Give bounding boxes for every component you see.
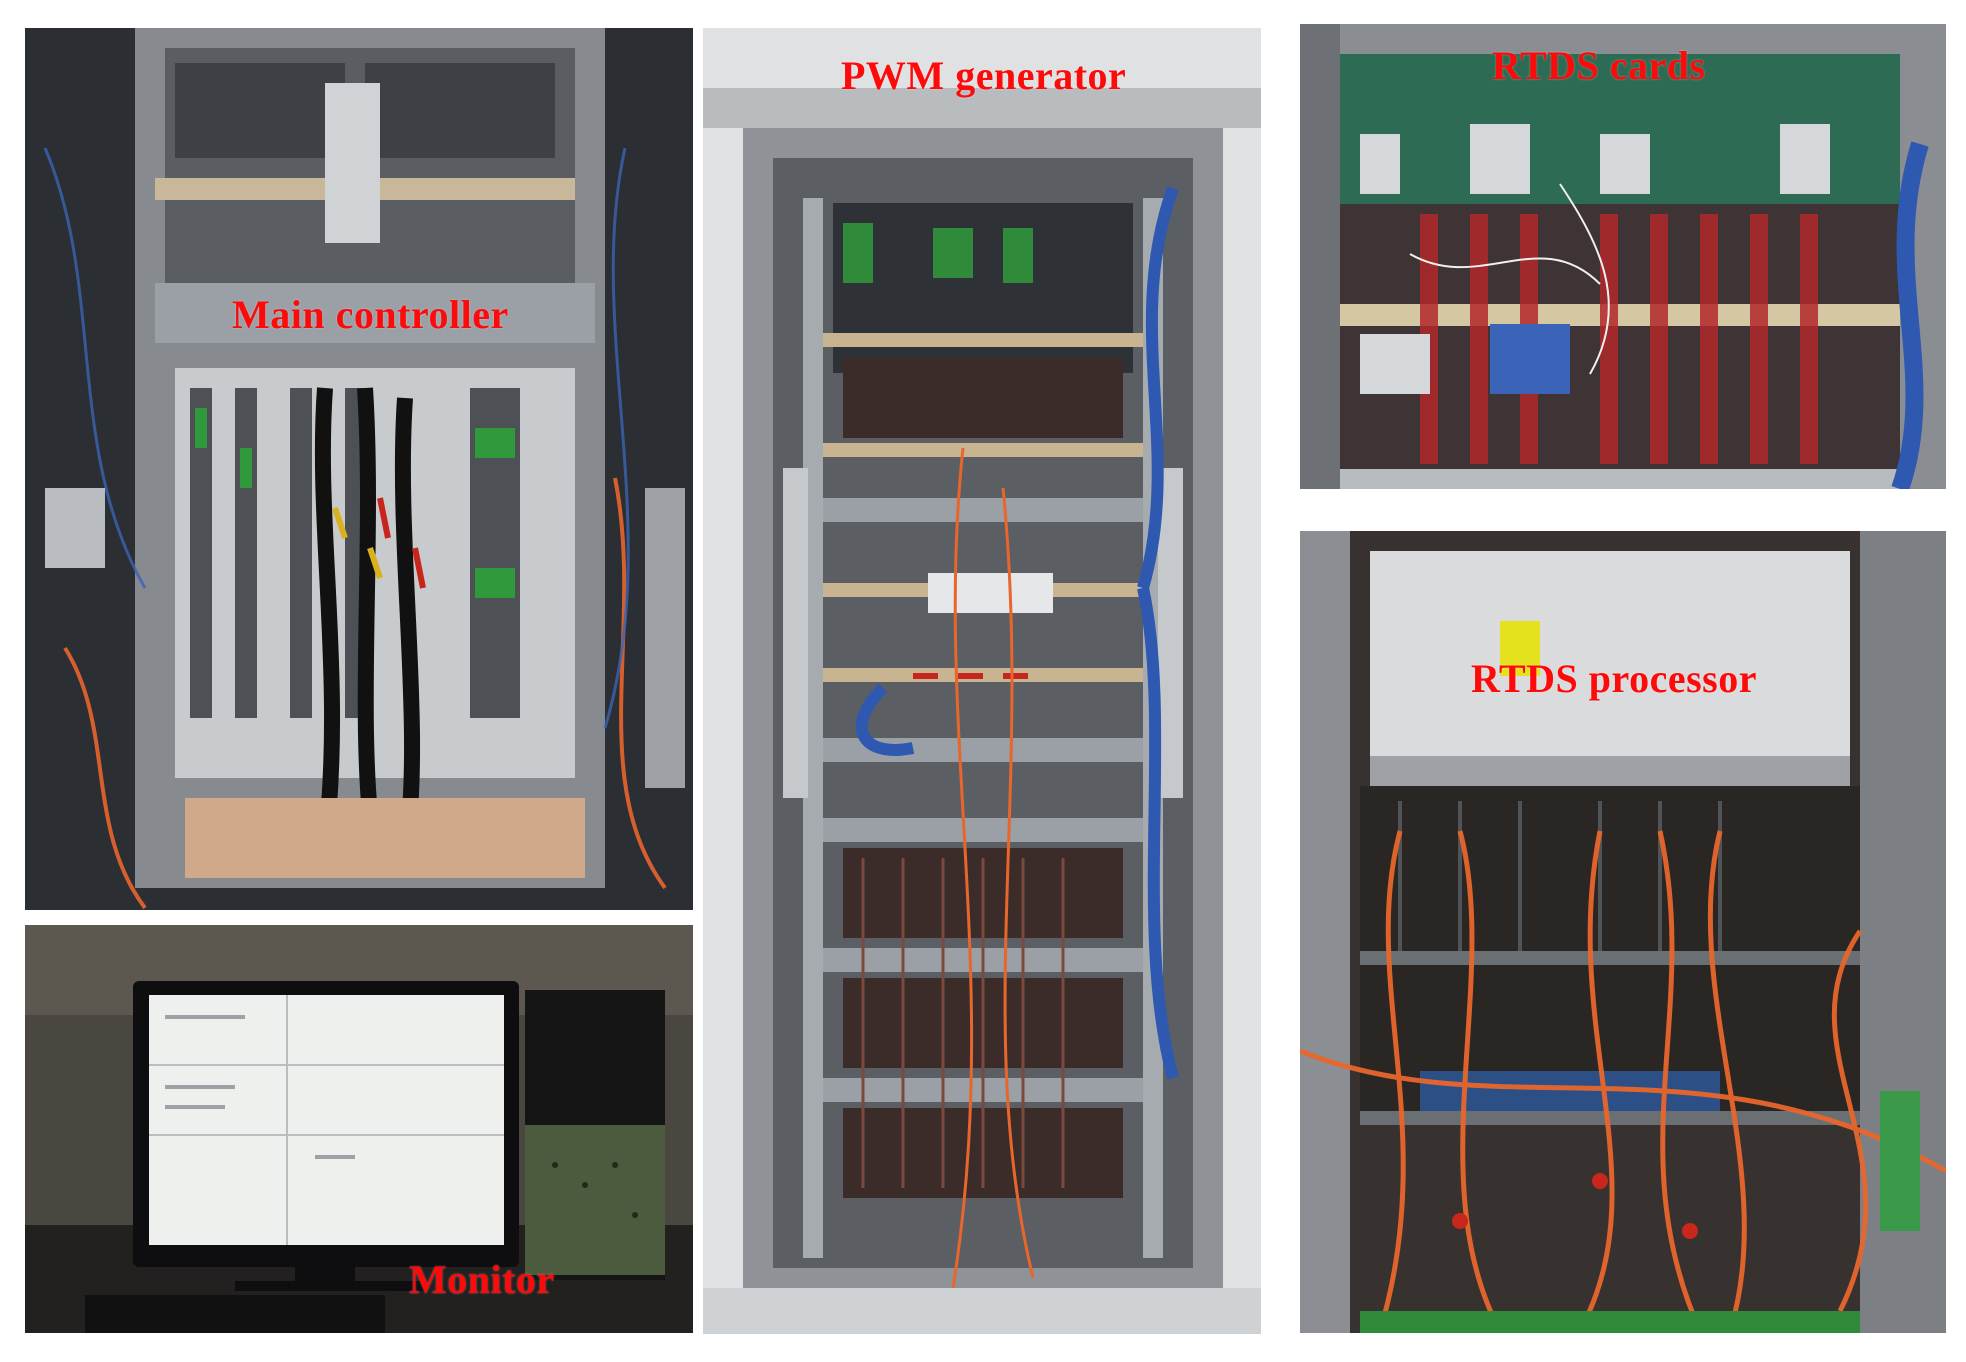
- monitor-photo: Monitor: [25, 925, 693, 1333]
- pwm-generator-label: PWM generator: [841, 53, 1127, 98]
- rtds-cards-illustration: [1300, 24, 1946, 489]
- rtds-processor-label: RTDS processor: [1471, 656, 1757, 701]
- rtds-processor-photo: RTDS processor: [1300, 531, 1946, 1333]
- monitor-label: Monitor: [409, 1257, 555, 1302]
- pwm-generator-cabinet-illustration: [703, 28, 1261, 1334]
- rtds-processor-illustration: [1300, 531, 1946, 1333]
- pwm-generator-photo: PWM generator: [703, 28, 1261, 1334]
- monitor-illustration: [25, 925, 693, 1333]
- main-controller-cabinet-illustration: [25, 28, 693, 910]
- main-controller-label: Main controller: [232, 292, 509, 337]
- main-controller-photo: Main controller: [25, 28, 693, 910]
- rtds-cards-label: RTDS cards: [1492, 43, 1706, 88]
- rtds-cards-photo: RTDS cards: [1300, 24, 1946, 489]
